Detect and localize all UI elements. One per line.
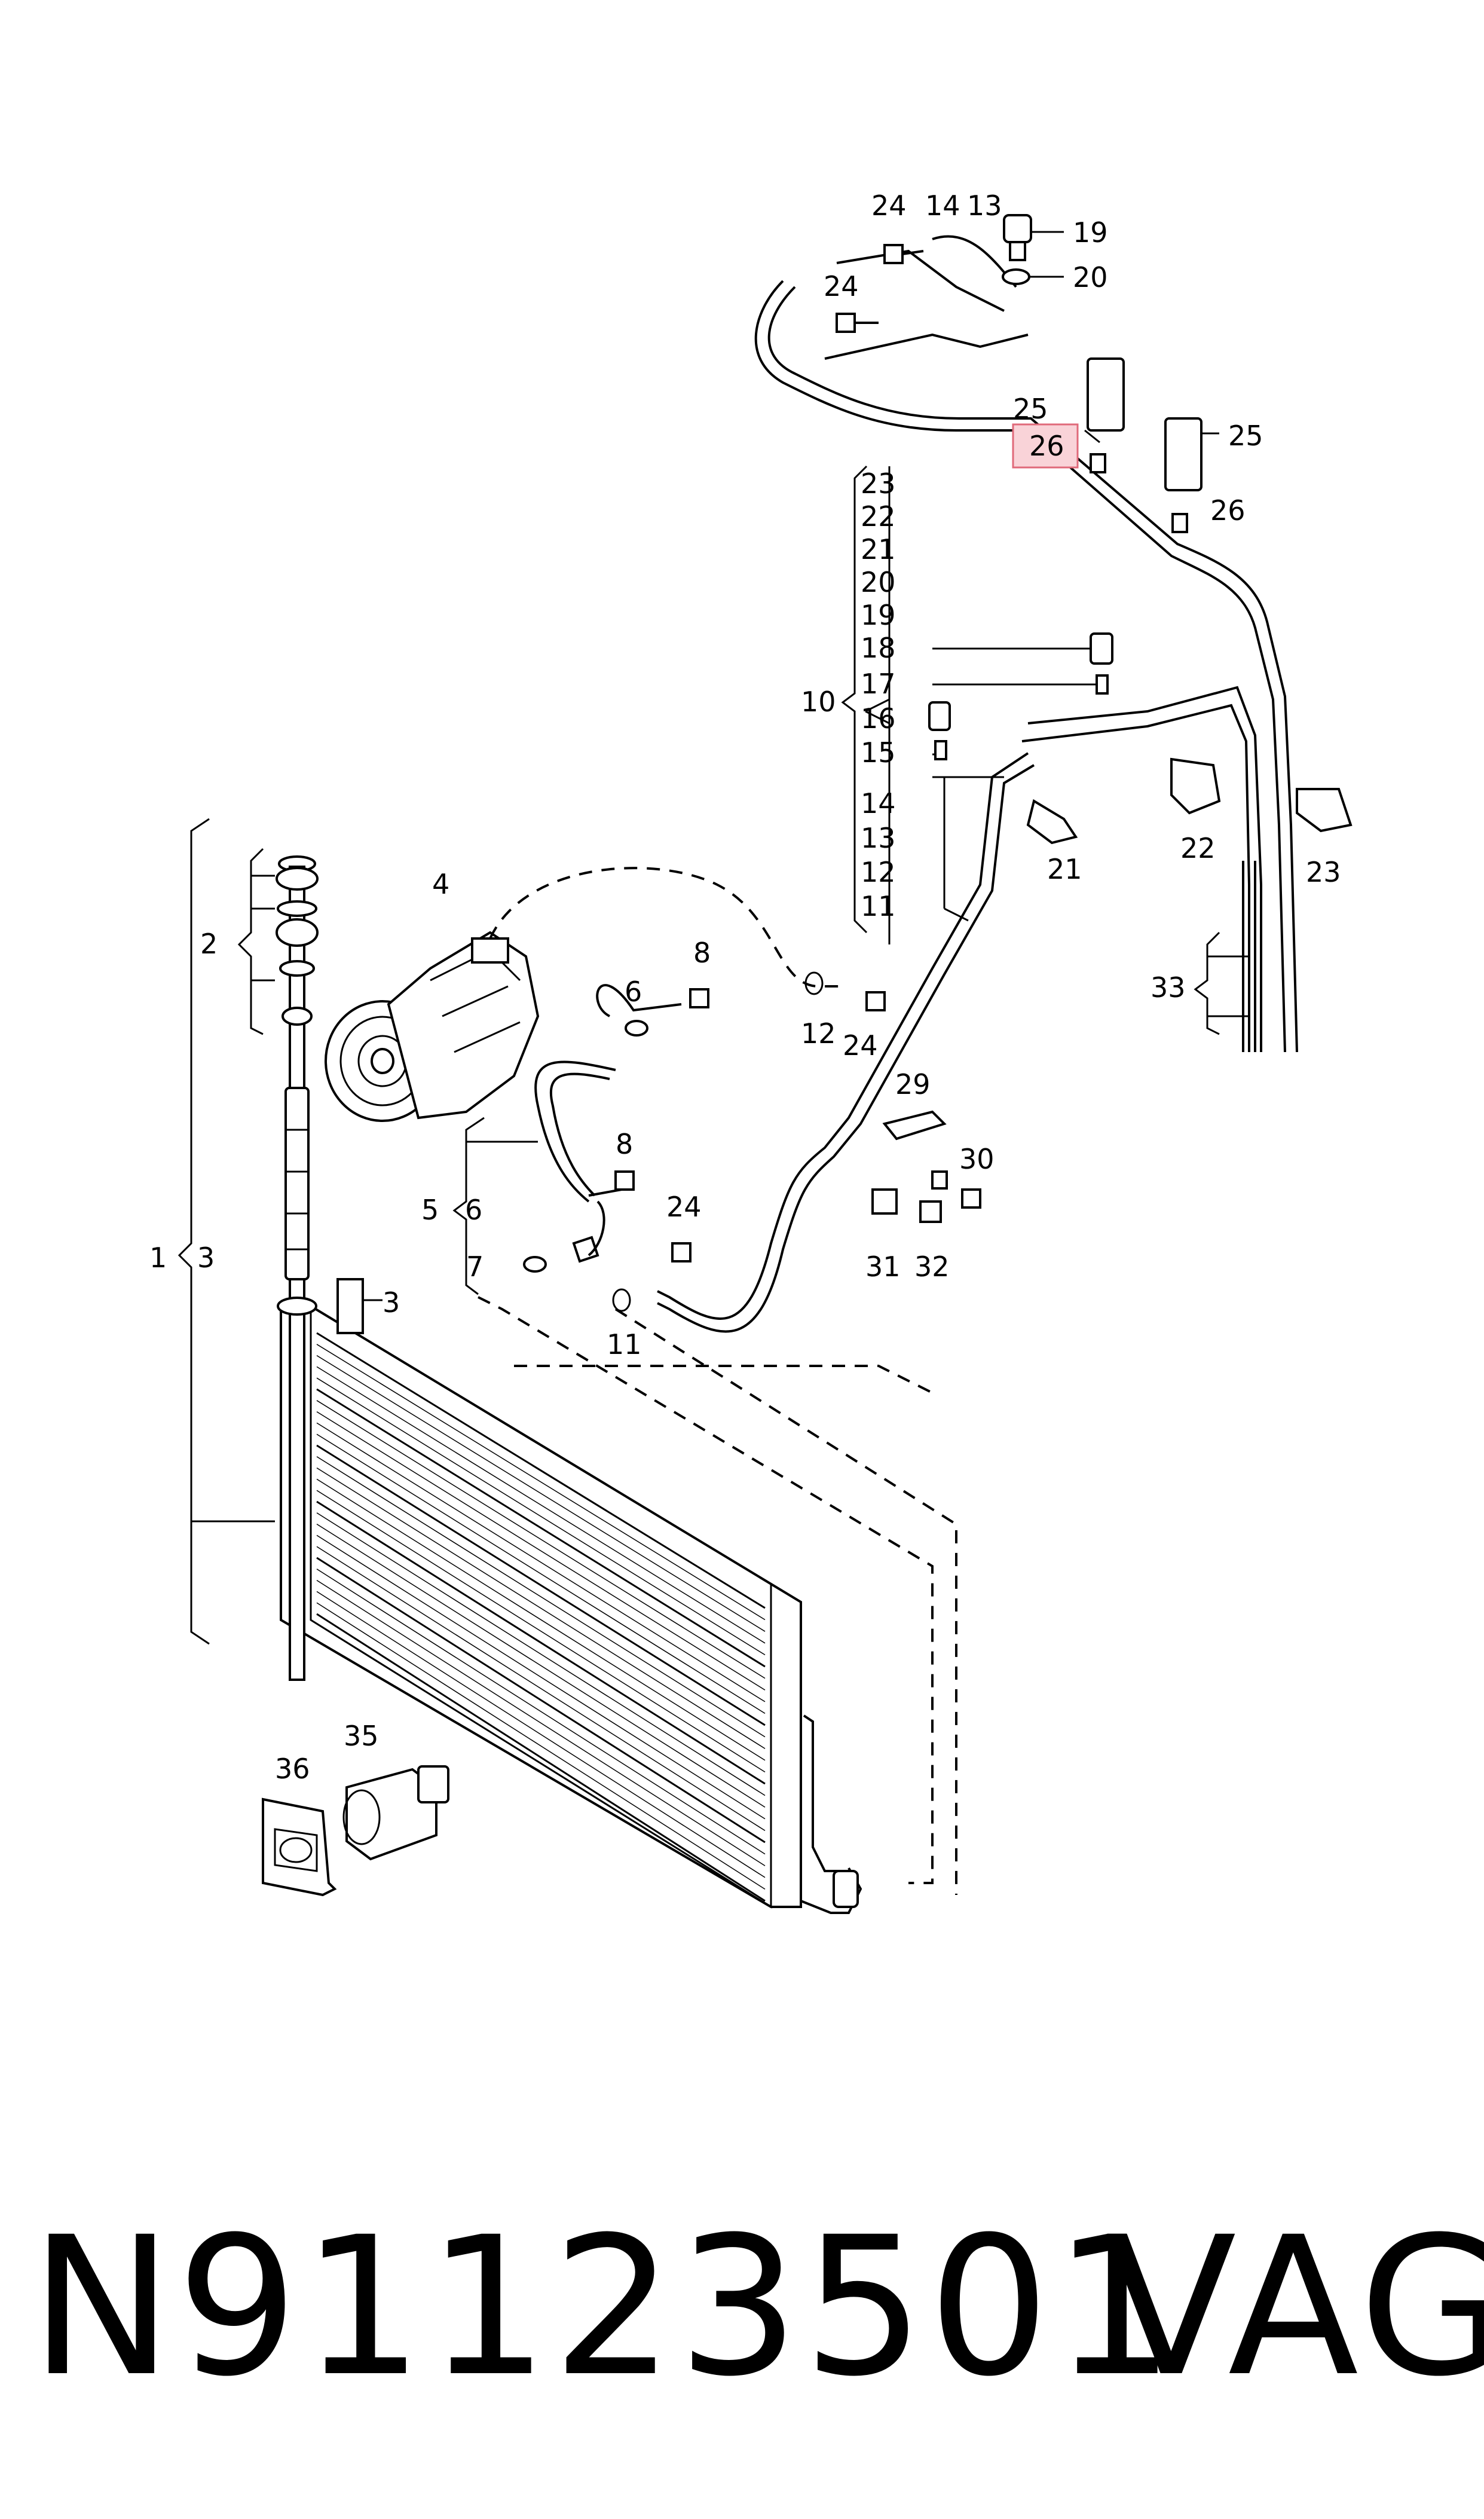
small-components	[523, 214, 1353, 1312]
condenser-fin	[316, 1557, 766, 1844]
callout-6b: 6	[465, 1194, 482, 1226]
callout-36: 36	[275, 1753, 310, 1785]
callout-13a: 13	[967, 189, 1002, 222]
callout-8b: 8	[616, 1128, 633, 1160]
callout-12b: 12	[861, 856, 896, 888]
callout-17: 17	[861, 668, 896, 700]
callout-labels: 24 14 13 19 20 24 25 26 25 26 23 22 21 2…	[149, 189, 1341, 1785]
callout-11a: 11	[607, 1328, 642, 1361]
receiver-drier	[276, 855, 319, 1681]
callout-10: 10	[801, 686, 836, 718]
callout-4: 4	[432, 868, 449, 900]
condenser-fin	[316, 1456, 766, 1738]
callout-19b: 19	[861, 599, 896, 631]
callout-11b: 11	[861, 890, 896, 922]
condenser-fin	[316, 1433, 766, 1714]
callout-12a: 12	[801, 1017, 836, 1050]
callout-26a: 26	[1029, 430, 1064, 462]
condenser-fin	[316, 1388, 766, 1668]
callout-31: 31	[865, 1251, 901, 1283]
condenser-fin	[316, 1467, 766, 1749]
condenser-fin	[316, 1500, 766, 1785]
callout-14a: 14	[925, 189, 960, 222]
condenser-fin	[316, 1534, 766, 1820]
ac-compressor	[325, 931, 540, 1122]
condenser-fin	[316, 1355, 766, 1632]
condenser-fin	[316, 1569, 766, 1855]
callout-33: 33	[1151, 971, 1186, 1004]
callout-1: 1	[149, 1242, 167, 1274]
condenser	[280, 1304, 862, 1914]
part-number: N91123501	[30, 2196, 1179, 2419]
condenser-fin	[316, 1591, 766, 1878]
hose-assembly-5	[534, 1060, 622, 1263]
condenser-fin	[316, 1613, 766, 1902]
condenser-fin	[316, 1523, 766, 1808]
callout-18: 18	[861, 632, 896, 664]
part-3-cap	[336, 1278, 364, 1334]
condenser-fin	[316, 1512, 766, 1796]
condenser-fin	[316, 1366, 766, 1644]
callout-24b: 24	[824, 270, 859, 302]
pressure-hose	[657, 752, 1035, 1333]
callout-25b: 25	[1228, 420, 1263, 452]
callout-35: 35	[344, 1720, 379, 1752]
callout-14b: 14	[861, 787, 896, 820]
callout-32: 32	[914, 1251, 950, 1283]
callout-3b: 3	[383, 1286, 400, 1319]
condenser-fin	[316, 1422, 766, 1702]
callout-24c: 24	[843, 1029, 878, 1062]
condenser-fin	[316, 1602, 766, 1890]
callout-24d: 24	[666, 1191, 702, 1223]
callout-6a: 6	[625, 976, 642, 1008]
brand-name: VAG	[1106, 2196, 1484, 2419]
condenser-fin	[316, 1579, 766, 1866]
callout-21b: 21	[1047, 853, 1082, 885]
dashed-connection-compressor	[489, 867, 843, 988]
callout-16: 16	[861, 702, 896, 735]
footer: N91123501 VAG	[30, 2196, 1484, 2419]
callout-22: 22	[861, 500, 896, 533]
condenser-fin	[316, 1546, 766, 1832]
condenser-fin	[316, 1411, 766, 1690]
highlight-26	[1012, 423, 1079, 469]
parts-35-36	[262, 1765, 449, 1897]
callout-8a: 8	[693, 937, 711, 969]
callout-24a: 24	[871, 189, 907, 222]
callout-2: 2	[200, 928, 218, 960]
callout-29: 29	[895, 1068, 931, 1100]
condenser-fin	[316, 1332, 766, 1609]
condenser-fin	[316, 1478, 766, 1761]
suction-hose	[596, 984, 682, 1017]
callout-21: 21	[861, 533, 896, 565]
condenser-fin	[316, 1377, 766, 1656]
dashed-connections	[478, 1296, 957, 1895]
callout-13b: 13	[861, 822, 896, 854]
condenser-fin	[316, 1444, 766, 1726]
callout-15: 15	[861, 736, 896, 769]
callout-23: 23	[861, 467, 896, 500]
callout-7: 7	[466, 1251, 484, 1283]
callout-26b: 26	[1210, 494, 1246, 527]
callout-22b: 22	[1180, 832, 1216, 864]
callout-3a: 3	[197, 1242, 215, 1274]
condenser-fin	[316, 1400, 766, 1679]
callout-5: 5	[421, 1194, 439, 1226]
condenser-fin	[316, 1490, 766, 1773]
callout-23b: 23	[1306, 856, 1341, 888]
callout-19: 19	[1073, 216, 1108, 249]
upper-hose-bundle	[754, 235, 1298, 1053]
leader-lines	[178, 231, 1249, 1645]
callout-20: 20	[1073, 261, 1108, 294]
condenser-fin	[316, 1344, 766, 1621]
callout-30: 30	[959, 1143, 995, 1175]
callout-25a: 25	[1013, 393, 1048, 425]
callout-20b: 20	[861, 566, 896, 598]
